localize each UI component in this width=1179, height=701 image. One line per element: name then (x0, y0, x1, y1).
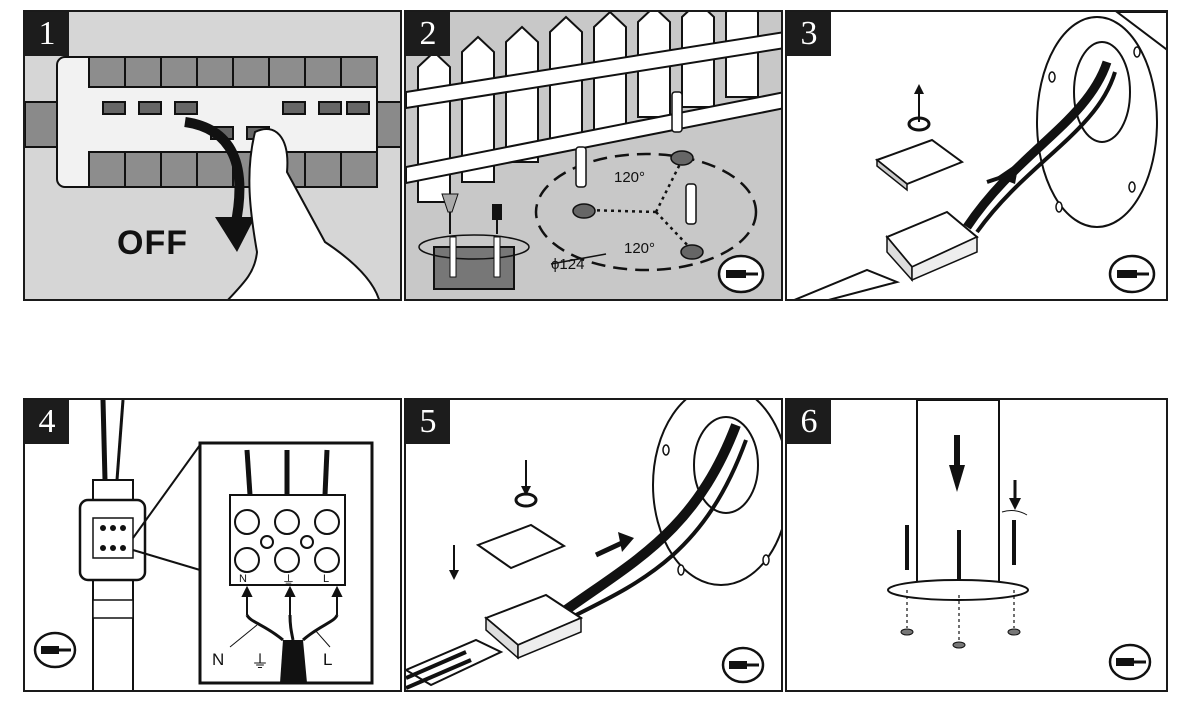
terminal-label-n: N (239, 573, 247, 585)
ground-icon: ⏚ (282, 573, 296, 588)
fence-drill-illustration (406, 12, 781, 294)
off-label: OFF (117, 224, 188, 262)
ground-icon: ⏚ (251, 652, 269, 672)
step-number: 1 (25, 12, 69, 56)
step-3-panel: 3 (785, 10, 1168, 301)
diameter-label: ϕ124 (551, 256, 585, 273)
wiring-diagram (33, 400, 374, 690)
step-number: 3 (787, 12, 831, 56)
step-1-panel: 1 OFF (23, 10, 402, 301)
step-number: 6 (787, 400, 831, 444)
step-4-panel: 4 (23, 398, 402, 692)
angle-label-top: 120° (614, 169, 646, 186)
step-number: 5 (406, 400, 450, 444)
step-number: 4 (25, 400, 69, 444)
step-6-panel: 6 (785, 398, 1168, 692)
angle-label-bottom: 120° (624, 240, 656, 257)
junction-box-install-illustration (406, 400, 781, 690)
step-number: 2 (406, 12, 450, 56)
wire-label-n: N (212, 650, 225, 669)
junction-box-remove-cover-illustration (794, 12, 1166, 299)
wire-label-l: L (323, 650, 333, 669)
breaker-illustration (25, 56, 400, 299)
pole-mount-illustration (887, 400, 1152, 681)
step-5-panel: 5 (404, 398, 783, 692)
step-2-panel: 2 (404, 10, 783, 301)
terminal-label-l: L (323, 573, 330, 585)
